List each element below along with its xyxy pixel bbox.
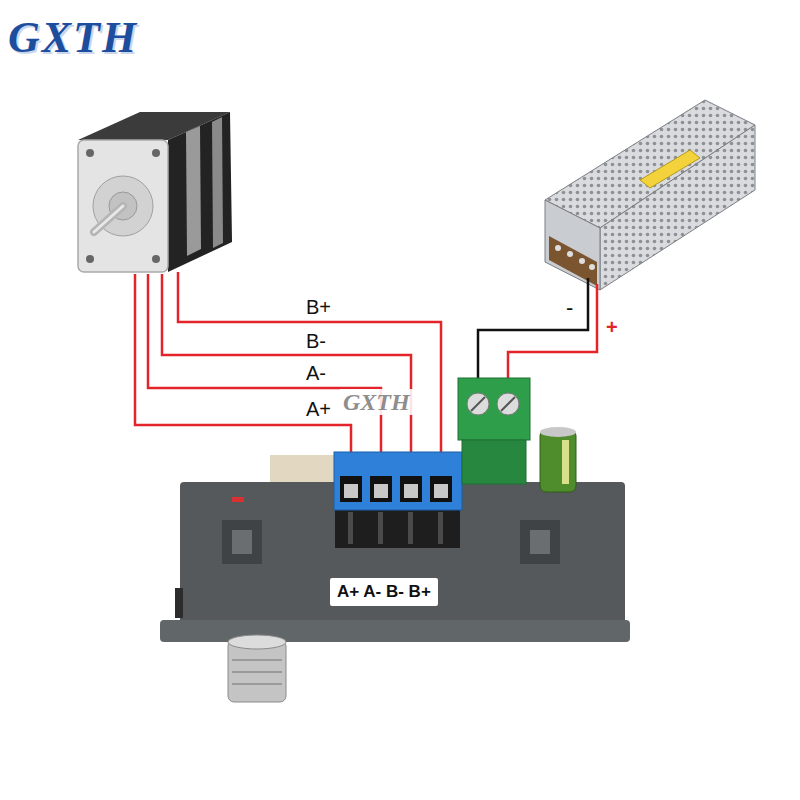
capacitor-part [540,430,576,492]
power-connector-part [497,393,519,415]
power-supply-part [600,125,755,290]
terminal-names: A+ A- B- B+ [337,582,431,602]
power-connector-part [501,397,515,411]
motor-wires [135,272,441,482]
motor-terminal-block-part [370,476,392,502]
wire-label: B- [306,330,326,352]
motor-terminal-block-part [434,484,448,498]
stepper-motor-part [86,255,94,263]
stepper-motor-part [78,140,168,272]
aviation-connector-part [232,659,282,661]
driver-board-part [222,520,262,564]
motor-terminal-block-part [340,476,362,502]
power-supply-part [567,251,573,257]
brand-logo: GXTH [8,14,138,62]
stepper-motor-part [94,206,123,232]
stepper-motor [78,112,232,272]
power-wires-part [478,278,588,392]
aviation-connector [228,635,286,702]
power-wires-part [508,284,597,392]
stepper-motor-part [94,206,123,232]
aviation-connector-part [228,635,286,649]
driver-board-part [335,510,460,548]
power-supply-part [549,236,597,286]
motor-terminal-block-part [334,452,462,510]
motor-wires-part [135,274,351,482]
capacitor-part [540,427,576,437]
power-supply-part [589,264,595,270]
driver-board-part [232,497,244,502]
power-supply [545,100,755,290]
stepper-motor-part [186,126,201,256]
motor-terminal-block-part [374,484,388,498]
polarity-label: + [606,316,618,338]
driver-board-part [378,512,383,544]
driver-board-part [520,520,560,564]
power-connector [458,378,530,484]
power-supply-part [579,258,585,264]
stepper-motor-part [168,112,232,272]
power-supply-part [640,150,700,188]
capacitor-part [562,440,569,484]
watermark: GXTH [340,389,413,415]
driver-board-part [232,530,252,554]
power-wires [478,278,597,392]
power-supply-part [555,245,561,251]
power-supply-part [545,200,600,290]
wire-label: B+ [306,296,331,318]
motor-terminal-block-part [430,476,452,502]
driver-board-part [438,512,443,544]
power-connector-part [458,378,530,440]
wire-label: A+ [306,398,331,420]
driver-board-part [530,530,550,554]
motor-wires-part [178,272,441,482]
power-connector-part [467,393,489,415]
motor-terminal-block [334,452,462,510]
driver-board-part [348,512,353,544]
stepper-motor-part [152,149,160,157]
power-connector-part [462,440,526,484]
motor-terminal-block-part [404,484,418,498]
aviation-connector-part [232,683,282,685]
motor-terminal-block-part [344,484,358,498]
aviation-connector-part [232,671,282,673]
driver-board-part [175,588,183,618]
capacitor [540,427,576,492]
motor-terminal-block-part [400,476,422,502]
stepper-motor-part [93,176,153,236]
motor-wires-part [162,274,411,482]
wire-label: A- [306,362,326,384]
polarity-label: - [566,296,573,320]
stepper-motor-part [86,149,94,157]
power-connector-part [471,397,485,411]
motor-wires-part [148,274,381,482]
stepper-motor-part [152,255,160,263]
driver-board-part [408,512,413,544]
stepper-motor-part [212,117,223,248]
terminal-sticker: A+ A- B- B+ [330,578,438,606]
